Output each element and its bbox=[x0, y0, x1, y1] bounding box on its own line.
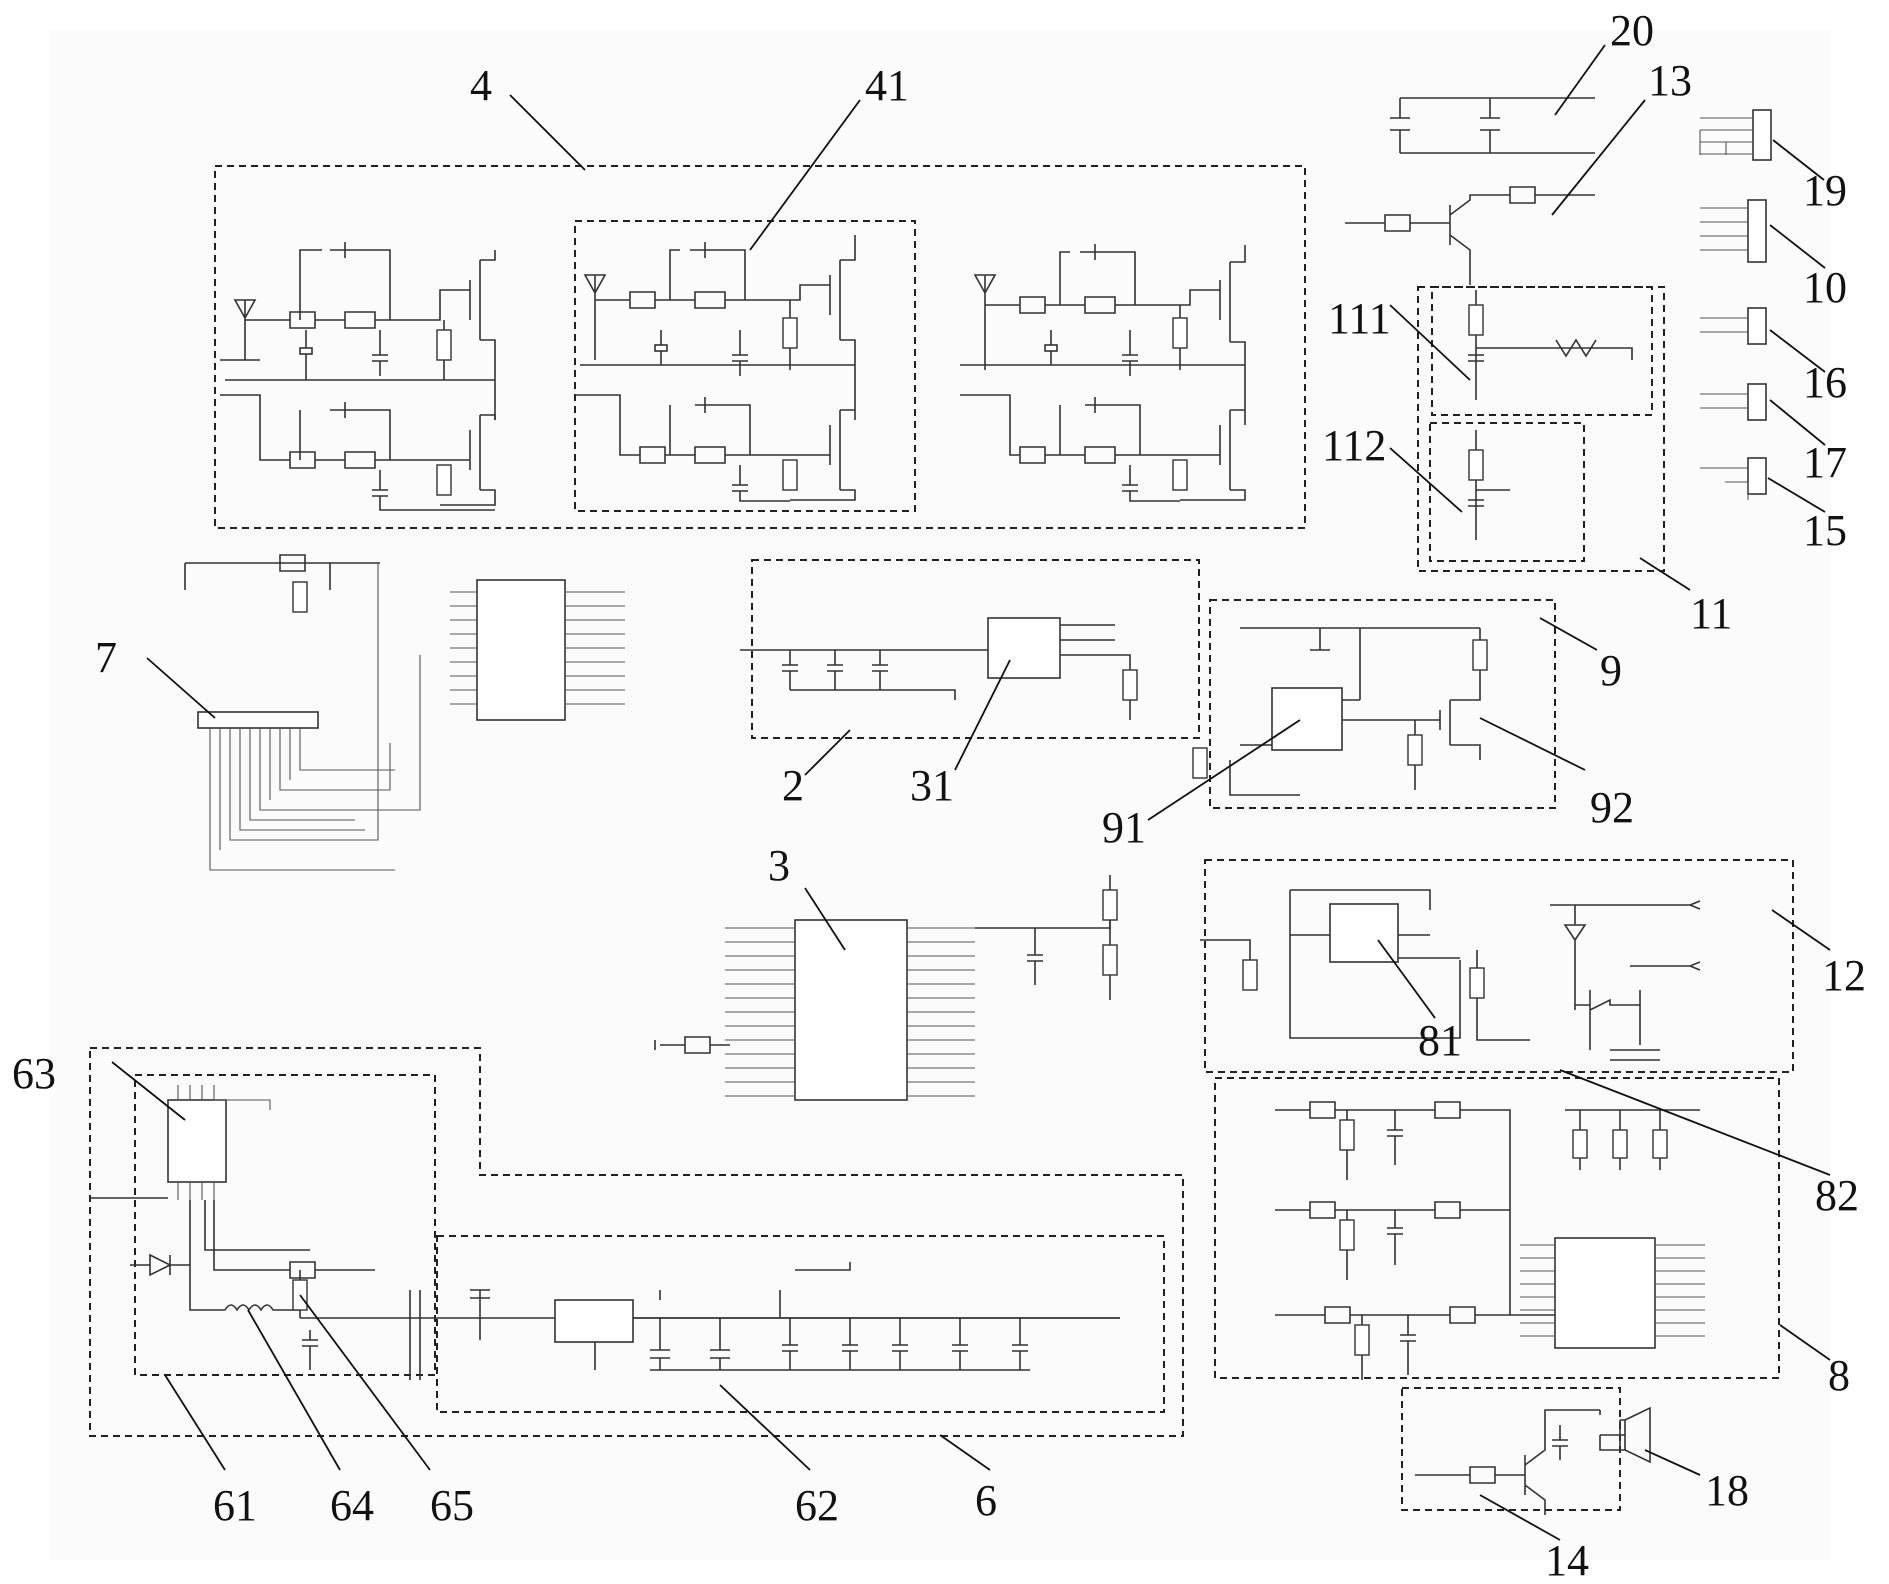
connectors-right bbox=[1699, 109, 1772, 500]
ref-15: 15 bbox=[1803, 506, 1847, 555]
ref-61: 61 bbox=[213, 1481, 257, 1530]
ref-6: 6 bbox=[975, 1476, 997, 1525]
ref-7: 7 bbox=[95, 633, 117, 682]
ref-14: 14 bbox=[1545, 1536, 1589, 1584]
box-module-111 bbox=[1431, 286, 1653, 416]
ref-41: 41 bbox=[865, 61, 909, 110]
box-module-4 bbox=[214, 165, 1306, 529]
box-module-112 bbox=[1429, 422, 1585, 562]
ref-18: 18 bbox=[1705, 1466, 1749, 1515]
module-8-filter-circuit bbox=[1214, 1077, 1780, 1380]
ref-82: 82 bbox=[1815, 1171, 1859, 1220]
box-module-9 bbox=[1209, 599, 1556, 809]
mos-driver-chip bbox=[450, 579, 625, 721]
chip-91 bbox=[1271, 687, 1343, 751]
drive-block-3 bbox=[960, 244, 1246, 502]
ref-81: 81 bbox=[1418, 1016, 1462, 1065]
module-2-hall-sensor bbox=[740, 559, 1200, 739]
module-11-temperature-sense bbox=[1417, 286, 1665, 572]
ref-19: 19 bbox=[1803, 166, 1847, 215]
drive-block-1 bbox=[220, 242, 496, 511]
reference-numerals: 4 41 20 13 19 10 111 16 112 17 15 11 7 9… bbox=[12, 6, 1866, 1584]
regulator-chip bbox=[554, 1299, 634, 1343]
box-module-12 bbox=[1204, 859, 1794, 1073]
ref-10: 10 bbox=[1803, 263, 1847, 312]
ref-31: 31 bbox=[910, 761, 954, 810]
module-3-mcu bbox=[654, 875, 1118, 1101]
mcu-chip bbox=[794, 919, 908, 1101]
ref-112: 112 bbox=[1322, 421, 1386, 470]
leader-lines bbox=[111, 44, 1831, 1541]
ref-20: 20 bbox=[1610, 6, 1654, 55]
chip-31 bbox=[987, 617, 1061, 679]
module-9-brake-circuit bbox=[1192, 599, 1556, 809]
ref-4: 4 bbox=[470, 61, 492, 110]
module-4-drive-circuits bbox=[214, 165, 1306, 529]
drawing-area bbox=[50, 30, 1830, 1560]
ref-17: 17 bbox=[1803, 438, 1847, 487]
ref-16: 16 bbox=[1803, 358, 1847, 407]
ref-8: 8 bbox=[1828, 1351, 1850, 1400]
ref-9: 9 bbox=[1600, 646, 1622, 695]
ref-63: 63 bbox=[12, 1049, 56, 1098]
box-module-62 bbox=[436, 1235, 1165, 1413]
drive-block-2 bbox=[575, 235, 856, 502]
module-20-bulk-capacitors bbox=[1390, 97, 1595, 154]
box-module-41 bbox=[574, 220, 916, 512]
ref-13: 13 bbox=[1648, 56, 1692, 105]
module-7-hall-connector bbox=[184, 554, 421, 871]
ref-2: 2 bbox=[782, 761, 804, 810]
ref-92: 92 bbox=[1590, 783, 1634, 832]
ref-111: 111 bbox=[1328, 294, 1391, 343]
module-14-buzzer-driver bbox=[1401, 1387, 1651, 1515]
ref-3: 3 bbox=[768, 841, 790, 890]
ref-11: 11 bbox=[1690, 589, 1732, 638]
ref-91: 91 bbox=[1102, 803, 1146, 852]
box-module-8 bbox=[1214, 1077, 1780, 1379]
ref-64: 64 bbox=[330, 1481, 374, 1530]
ref-65: 65 bbox=[430, 1481, 474, 1530]
ref-12: 12 bbox=[1822, 951, 1866, 1000]
module-13-transistor-switch bbox=[1345, 186, 1595, 285]
box-module-6 bbox=[89, 1047, 1184, 1437]
ref-62: 62 bbox=[795, 1481, 839, 1530]
